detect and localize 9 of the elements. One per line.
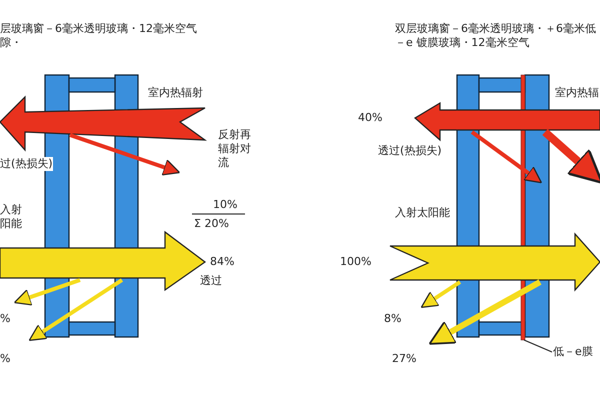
flow-label: 室内热辐	[555, 86, 599, 100]
leader-line	[524, 340, 552, 352]
flow-label: 透过	[200, 274, 222, 288]
callout-label: 低－e膜	[553, 345, 593, 359]
flow-label: 入射太阳能	[395, 206, 450, 220]
flow-label: 室内热辐射	[148, 86, 203, 100]
flow-label: 反射再辐射对流	[218, 128, 252, 170]
flow-label: 过(热损失)	[0, 157, 53, 171]
flow-label: 透过(热损失)	[378, 144, 442, 158]
